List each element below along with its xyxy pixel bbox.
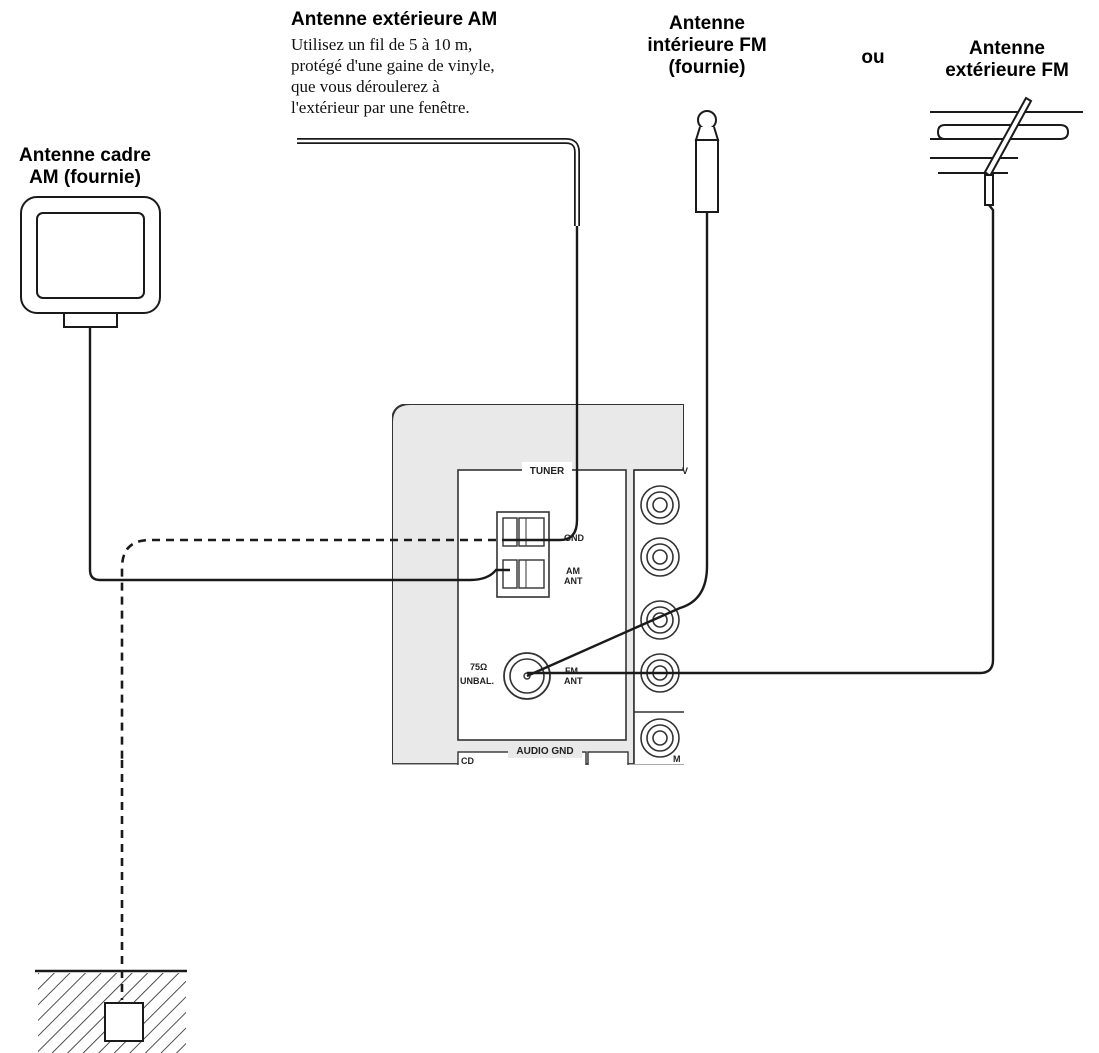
- fm-ant-label-line-1: FM: [565, 666, 578, 676]
- am-loop-antenna-label: Antenne cadre AM (fournie): [10, 145, 160, 189]
- ground-stake: [35, 969, 187, 1053]
- fm-indoor-label-line-3: (fournie): [668, 57, 746, 78]
- am-outdoor-note-line-4: l'extérieur par une fenêtre.: [291, 98, 470, 117]
- jack-column-bottom-label: M: [673, 754, 681, 764]
- rca-jack-5: [640, 718, 680, 758]
- am-outdoor-wire-antenna: [297, 138, 580, 542]
- ohm-label-line-2: UNBAL.: [460, 676, 494, 686]
- rca-jack-2: [640, 537, 680, 577]
- audio-gnd-title-gap: [508, 744, 582, 758]
- tuner-label: TUNER: [530, 466, 565, 477]
- am-outdoor-antenna-title: Antenne extérieure AM: [291, 9, 498, 30]
- tuner-title-gap: [522, 462, 572, 478]
- am-loop-label-line-2: AM (fournie): [29, 167, 141, 188]
- fm-indoor-label-line-1: Antenne: [669, 13, 745, 34]
- jack-column-edge-label: V: [682, 466, 688, 476]
- am-ant-label-line-2: ANT: [564, 576, 583, 586]
- ohm-label-line-1: 75Ω: [470, 662, 487, 672]
- fm-outdoor-antenna: [527, 96, 1083, 675]
- ground-wire: [120, 538, 510, 1000]
- fm-outdoor-antenna-label: Antenne extérieure FM: [932, 38, 1082, 82]
- am-ant-label-line-1: AM: [566, 566, 580, 576]
- fm-indoor-antenna-label: Antenne intérieure FM (fournie): [622, 13, 792, 79]
- am-loop-antenna: [20, 196, 510, 582]
- or-label: ou: [861, 47, 885, 68]
- fm-indoor-label-line-2: intérieure FM: [647, 35, 767, 56]
- rca-jack-3: [640, 600, 680, 640]
- am-outdoor-note-line-2: protégé d'une gaine de vinyle,: [291, 56, 495, 75]
- audio-gnd-label: AUDIO GND: [516, 746, 573, 757]
- cd-label: CD: [461, 756, 474, 766]
- am-outdoor-note-line-1: Utilisez un fil de 5 à 10 m,: [291, 35, 473, 54]
- am-terminal-block: [496, 511, 550, 598]
- tuner-section-box: [457, 469, 627, 741]
- am-outdoor-note-line-3: que vous déroulerez à: [291, 77, 440, 96]
- fm-outdoor-label-line-1: Antenne: [969, 38, 1045, 59]
- gnd-terminal-label: GND: [564, 533, 585, 543]
- am-loop-label-line-1: Antenne cadre: [19, 145, 151, 166]
- fm-ant-label-line-2: ANT: [564, 676, 583, 686]
- fm-outdoor-label-line-2: extérieure FM: [945, 60, 1069, 81]
- fm-indoor-antenna: [526, 110, 720, 678]
- rca-jack-1: [640, 485, 680, 525]
- panel-bottom-mask: [392, 765, 692, 785]
- am-outdoor-antenna-note: Utilisez un fil de 5 à 10 m, protégé d'u…: [291, 34, 495, 118]
